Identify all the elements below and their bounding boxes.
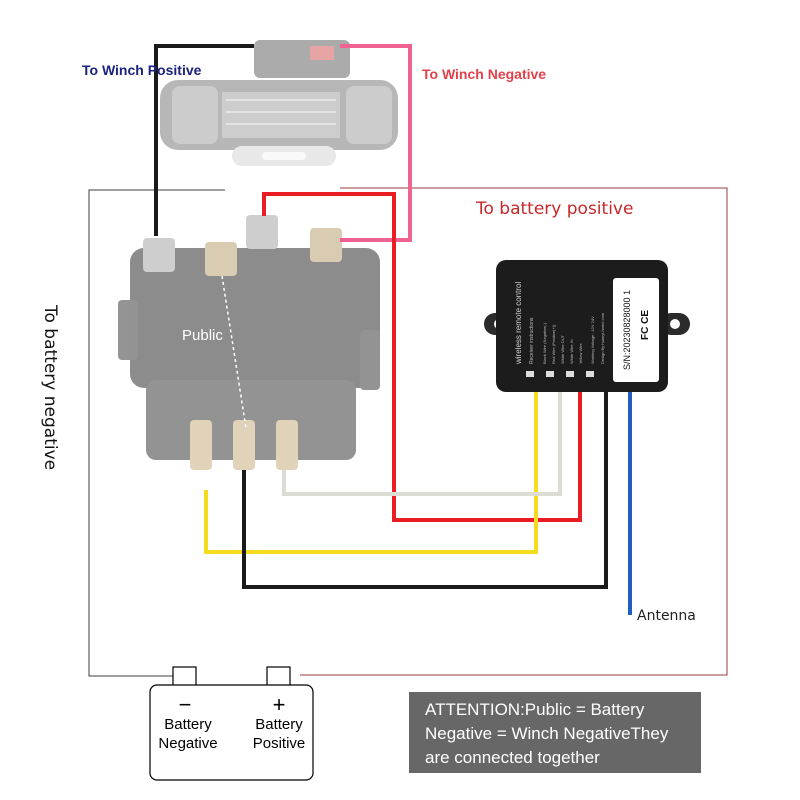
solenoid-block bbox=[118, 215, 380, 470]
battery-positive-line2: Positive bbox=[252, 735, 306, 752]
white-wire bbox=[282, 388, 562, 496]
red-battery-positive-wire bbox=[262, 192, 582, 522]
receiver-cert-marks: FC CE bbox=[640, 310, 651, 340]
battery-icon: − + bbox=[149, 666, 314, 781]
battery-negative-line2: Negative bbox=[158, 735, 218, 752]
battery-positive-label: Battery Positive bbox=[234, 715, 324, 753]
receiver-serial: S/N:20230828000 1 bbox=[622, 290, 632, 370]
receiver-pin-label: White Wire OUT bbox=[560, 334, 565, 364]
attention-note: ATTENTION:Public = Battery Negative = Wi… bbox=[409, 692, 701, 773]
attention-line3: are connected together bbox=[425, 748, 600, 767]
battery-positive-line1: Battery bbox=[255, 716, 303, 733]
winch-image bbox=[160, 40, 398, 166]
receiver-pin-label: White Wire IN bbox=[569, 339, 574, 364]
battery-plus-symbol: + bbox=[273, 692, 286, 717]
receiver-subtitle: Receiver instructions bbox=[529, 317, 535, 364]
dashed-internal-wire bbox=[221, 275, 247, 429]
receiver-module: wireless remote control Receiver instruc… bbox=[484, 260, 690, 392]
to-battery-positive-label: To battery positive bbox=[476, 199, 634, 219]
battery-positive-boundary-line bbox=[300, 187, 728, 676]
black-winch-positive-wire bbox=[154, 44, 254, 236]
yellow-wire bbox=[204, 388, 538, 554]
receiver-pin-label: Yellow Wire bbox=[578, 342, 583, 364]
receiver-title: wireless remote control bbox=[514, 282, 523, 365]
antenna-label: Antenna bbox=[637, 608, 696, 624]
attention-line2: Negative = Winch NegativeThey bbox=[425, 724, 669, 743]
attention-line1: ATTENTION:Public = Battery bbox=[425, 700, 645, 719]
battery-minus-symbol: − bbox=[179, 692, 192, 717]
receiver-voltage: Working Voltage : 12V 24V bbox=[590, 316, 595, 364]
to-winch-negative-label: To Winch Negative bbox=[422, 66, 547, 82]
battery-negative-label: Battery Negative bbox=[143, 715, 233, 753]
to-battery-negative-label: To battery negative bbox=[40, 305, 60, 471]
battery-negative-line1: Battery bbox=[164, 716, 212, 733]
pink-winch-negative-wire bbox=[340, 44, 412, 242]
to-winch-positive-label: To Winch Positive bbox=[82, 62, 202, 78]
receiver-pin-label: Red Wire (Positive(+)) bbox=[551, 324, 556, 364]
receiver-pin-label: Black Wire (Negative(-) bbox=[542, 322, 547, 364]
public-terminal-label: Public bbox=[182, 327, 223, 344]
black-ground-wire bbox=[242, 388, 608, 589]
receiver-design: Design By huanyi-home.com bbox=[600, 312, 605, 364]
